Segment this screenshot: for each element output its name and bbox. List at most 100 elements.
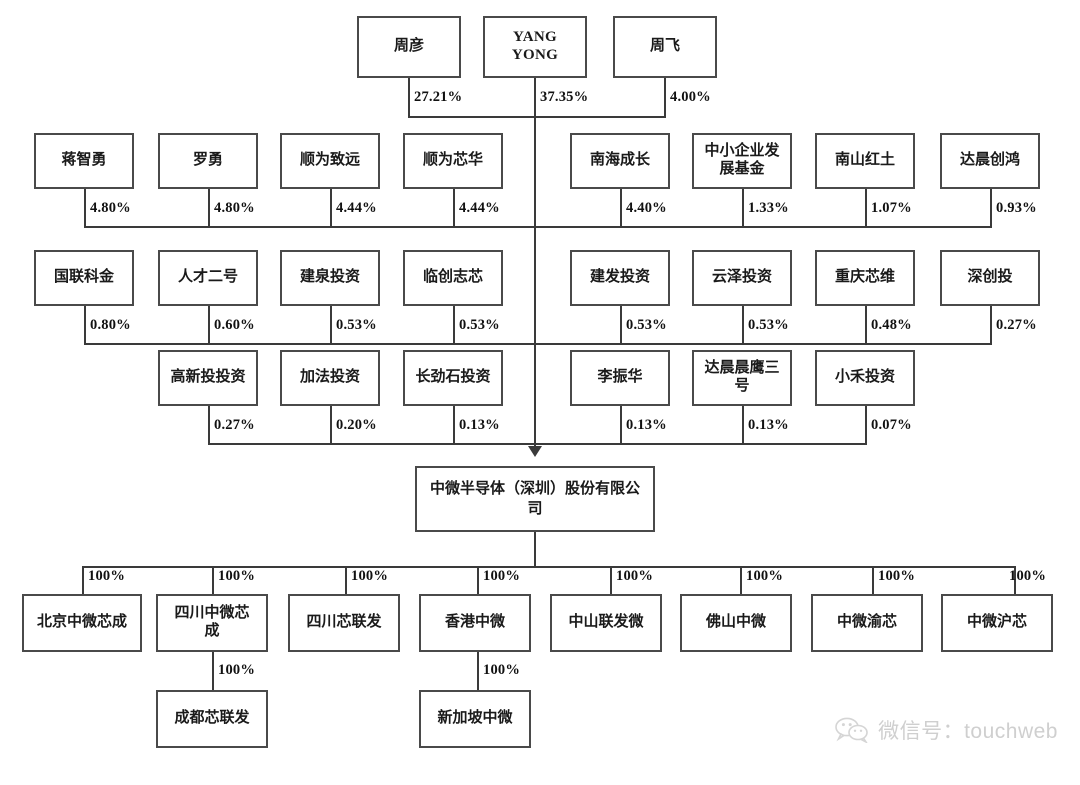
shareholder-name: 临创志芯 <box>422 269 483 286</box>
pct-r4-4: 0.13% <box>748 417 789 433</box>
subsidiary-box-6: 中微渝芯 <box>811 594 923 652</box>
shareholder-name: 周飞 <box>649 38 680 55</box>
connector-r4-1-stub <box>330 406 332 443</box>
shareholder-name: 达晨创鸿 <box>959 152 1020 169</box>
shareholder-name: 国联科金 <box>53 269 114 286</box>
central-spine <box>534 116 536 446</box>
connector-r4-0-stub <box>208 406 210 443</box>
shareholder-name: 重庆芯维 <box>834 269 895 286</box>
shareholder-name: 罗勇 <box>192 152 223 169</box>
shareholder-name: 小禾投资 <box>834 369 895 386</box>
connector-r3-4-stub <box>620 306 622 343</box>
pct-r2-0: 4.80% <box>90 200 131 216</box>
pct-sub-5: 100% <box>746 568 784 584</box>
connector-subsub-0-stub <box>212 652 214 690</box>
shareholder-box-r2-5: 中小企业发展基金 <box>692 133 792 189</box>
connector-r3-2-stub <box>330 306 332 343</box>
shareholder-name: 高新投投资 <box>170 369 246 386</box>
connector-sub-6-stub <box>872 566 874 594</box>
shareholder-name: 周彦 <box>393 38 424 55</box>
wechat-icon <box>835 717 869 743</box>
connector-top-2-stub <box>664 78 666 116</box>
connector-subsub-1-stub <box>477 652 479 690</box>
company-box: 中微半导体（深圳）股份有限公司 <box>415 466 655 532</box>
connector-r4-4-stub <box>742 406 744 443</box>
connector-r2-7-stub <box>990 189 992 226</box>
connector-sub-3-stub <box>477 566 479 594</box>
pct-r3-1: 0.60% <box>214 317 255 333</box>
subsidiary-box-3: 香港中微 <box>419 594 531 652</box>
connector-company-stub <box>534 532 536 566</box>
subsidiary-name: 香港中微 <box>444 614 505 631</box>
subsidiary-name: 中山联发微 <box>568 614 644 631</box>
subsidiary-name: 中微渝芯 <box>836 614 897 631</box>
subsidiary-box-7: 中微沪芯 <box>941 594 1053 652</box>
pct-r2-2: 4.44% <box>336 200 377 216</box>
connector-r4-bus-right <box>534 443 867 445</box>
connector-r4-3-stub <box>620 406 622 443</box>
connector-r3-6-stub <box>865 306 867 343</box>
connector-sub-5-stub <box>740 566 742 594</box>
connector-top-bus <box>408 116 666 118</box>
connector-r3-0-stub <box>84 306 86 343</box>
shareholder-box-r4-4: 达晨晨鹰三号 <box>692 350 792 406</box>
connector-r2-0-stub <box>84 189 86 226</box>
shareholder-name: 建发投资 <box>589 269 650 286</box>
pct-sub-0: 100% <box>88 568 126 584</box>
connector-sub-1-stub <box>212 566 214 594</box>
pct-r4-5: 0.07% <box>871 417 912 433</box>
spine-arrowhead <box>528 446 542 457</box>
connector-sub-2-stub <box>345 566 347 594</box>
shareholder-name: 蒋智勇 <box>61 152 107 169</box>
connector-r2-3-stub <box>453 189 455 226</box>
shareholder-box-r3-3: 临创志芯 <box>403 250 503 306</box>
connector-sub-7-stub <box>1014 566 1016 594</box>
connector-r2-6-stub <box>865 189 867 226</box>
shareholder-box-r4-2: 长劲石投资 <box>403 350 503 406</box>
shareholder-name: 深创投 <box>967 269 1013 286</box>
shareholder-box-top-1: YANG YONG <box>483 16 587 78</box>
subsidiary-box-5: 佛山中微 <box>680 594 792 652</box>
shareholder-box-r2-0: 蒋智勇 <box>34 133 134 189</box>
connector-r4-bus-left <box>208 443 536 445</box>
shareholder-box-r2-1: 罗勇 <box>158 133 258 189</box>
connector-r3-bus-left <box>84 343 536 345</box>
pct-r2-6: 1.07% <box>871 200 912 216</box>
connector-r3-3-stub <box>453 306 455 343</box>
connector-r3-bus-right <box>534 343 992 345</box>
connector-r4-2-stub <box>453 406 455 443</box>
subsidiary-box-0: 北京中微芯成 <box>22 594 142 652</box>
shareholder-box-r3-7: 深创投 <box>940 250 1040 306</box>
pct-r3-7: 0.27% <box>996 317 1037 333</box>
connector-r2-4-stub <box>620 189 622 226</box>
shareholder-box-r2-3: 顺为芯华 <box>403 133 503 189</box>
shareholder-box-r3-1: 人才二号 <box>158 250 258 306</box>
shareholder-name: 建泉投资 <box>299 269 360 286</box>
connector-r2-1-stub <box>208 189 210 226</box>
pct-sub-7: 100% <box>1009 568 1047 584</box>
pct-sub-3: 100% <box>483 568 521 584</box>
pct-r4-3: 0.13% <box>626 417 667 433</box>
pct-r4-0: 0.27% <box>214 417 255 433</box>
connector-top-0-stub <box>408 78 410 116</box>
pct-subsub-0: 100% <box>218 662 256 678</box>
company-name: 中微半导体（深圳）股份有限公司 <box>429 480 640 517</box>
pct-r2-4: 4.40% <box>626 200 667 216</box>
shareholder-box-r3-6: 重庆芯维 <box>815 250 915 306</box>
subsidiary-name: 四川中微芯成 <box>174 605 250 639</box>
subsidiary-name: 四川芯联发 <box>306 614 382 631</box>
connector-sub-0-stub <box>82 566 84 594</box>
watermark-text: 微信号：touchweb <box>878 720 1058 743</box>
shareholder-box-r4-5: 小禾投资 <box>815 350 915 406</box>
shareholder-name: 云泽投资 <box>711 269 772 286</box>
pct-r2-7: 0.93% <box>996 200 1037 216</box>
shareholder-box-r3-2: 建泉投资 <box>280 250 380 306</box>
pct-r2-5: 1.33% <box>748 200 789 216</box>
shareholder-box-r3-4: 建发投资 <box>570 250 670 306</box>
sub-subsidiary-box-0: 成都芯联发 <box>156 690 268 748</box>
pct-r2-1: 4.80% <box>214 200 255 216</box>
shareholder-box-r2-7: 达晨创鸿 <box>940 133 1040 189</box>
shareholder-name: 加法投资 <box>299 369 360 386</box>
connector-top-1-stub <box>534 78 536 116</box>
